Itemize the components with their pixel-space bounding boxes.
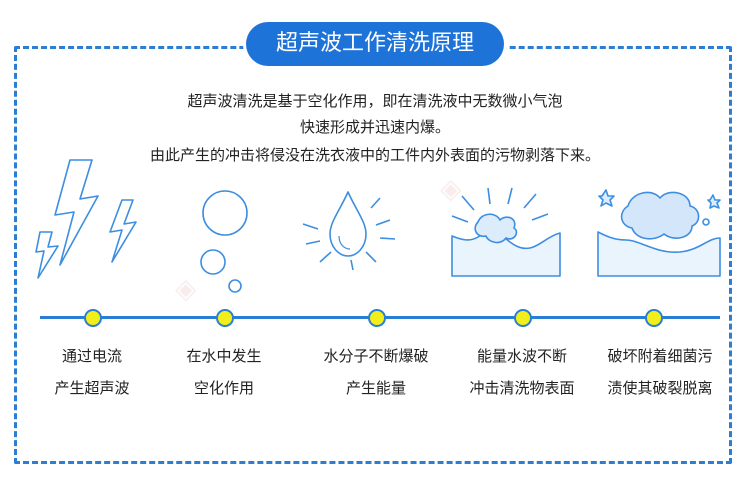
timeline-dot-4 bbox=[514, 309, 532, 327]
impact-surface-icon bbox=[451, 187, 561, 277]
step-line-1: 通过电流 bbox=[61, 347, 122, 365]
step-label-4: 能量水波不断 冲击清洗物表面 bbox=[452, 346, 592, 398]
watermark: ◈ bbox=[440, 172, 462, 205]
page-title: 超声波工作清洗原理 bbox=[246, 22, 504, 66]
lightning-icon bbox=[35, 159, 137, 279]
description-line-2: 快速形成并迅速内爆。 bbox=[299, 118, 450, 136]
description-line-3: 由此产生的冲击将侵没在洗衣液中的工件内外表面的污物剥落下来。 bbox=[149, 146, 600, 164]
water-drop-icon bbox=[302, 191, 396, 271]
step-line-2: 渍使其破裂脱离 bbox=[607, 379, 713, 397]
step-label-3: 水分子不断爆破 产生能量 bbox=[306, 346, 446, 398]
timeline-dot-5 bbox=[645, 309, 663, 327]
step-label-2: 在水中发生 空化作用 bbox=[154, 346, 294, 398]
timeline-dot-1 bbox=[84, 309, 102, 327]
step-line-2: 产生能量 bbox=[345, 379, 406, 397]
step-label-5: 破坏附着细菌污 渍使其破裂脱离 bbox=[590, 346, 730, 398]
step-line-1: 破坏附着细菌污 bbox=[607, 347, 713, 365]
bubbles-icon bbox=[200, 190, 248, 293]
dirt-removal-icon bbox=[597, 189, 721, 277]
timeline-dot-2 bbox=[216, 309, 234, 327]
step-line-2: 空化作用 bbox=[193, 379, 254, 397]
watermark: ◈ bbox=[175, 272, 197, 305]
timeline-dot-3 bbox=[368, 309, 386, 327]
step-line-1: 能量水波不断 bbox=[476, 347, 567, 365]
step-line-2: 产生超声波 bbox=[54, 379, 130, 397]
step-line-1: 水分子不断爆破 bbox=[323, 347, 429, 365]
description-line-1: 超声波清洗是基于空化作用，即在清洗液中无数微小气泡 bbox=[187, 92, 563, 110]
step-label-1: 通过电流 产生超声波 bbox=[22, 346, 162, 398]
step-line-1: 在水中发生 bbox=[186, 347, 262, 365]
step-line-2: 冲击清洗物表面 bbox=[469, 379, 575, 397]
